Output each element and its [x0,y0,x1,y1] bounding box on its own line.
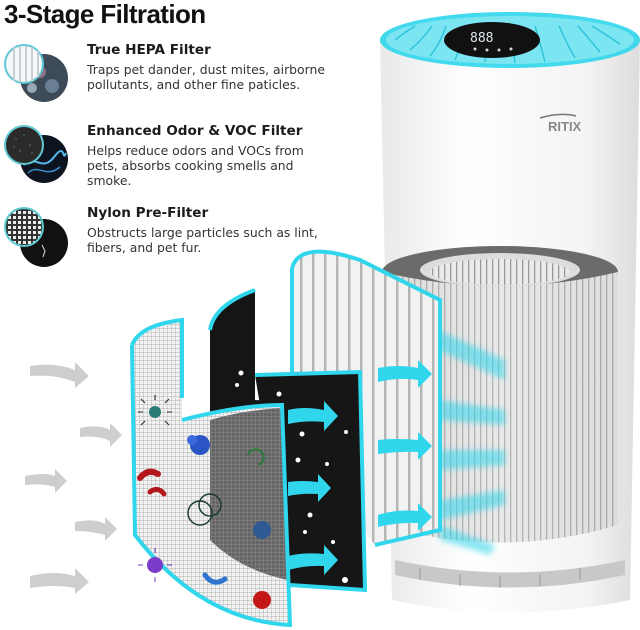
feature-description: Obstructs large particles such as lint, … [87,225,318,255]
feature-name: Enhanced Odor & VOC Filter [87,123,303,139]
feature-description: Traps pet dander, dust mites, airborne p… [87,62,325,92]
feature-nylon-prefilter: Nylon Pre-Filter Obstructs large particl… [0,205,330,271]
page-title: 3-Stage Filtration [4,0,206,29]
pollutant-icons [137,395,271,609]
feature-hepa: True HEPA Filter Traps pet dander, dust … [0,42,330,108]
display-digits: 888 [470,31,493,46]
carbon-filter-icon [4,125,68,183]
mesh-prefilter-icon [4,207,68,267]
airflow-arrows [25,362,122,594]
feature-description: Helps reduce odors and VOCs from pets, a… [87,143,304,188]
feature-name: True HEPA Filter [87,42,211,58]
hepa-filter-icon [4,44,68,102]
feature-name: Nylon Pre-Filter [87,205,209,221]
brand-logo: RITIX [548,119,582,134]
feature-odor-voc: Enhanced Odor & VOC Filter Helps reduce … [0,123,330,189]
